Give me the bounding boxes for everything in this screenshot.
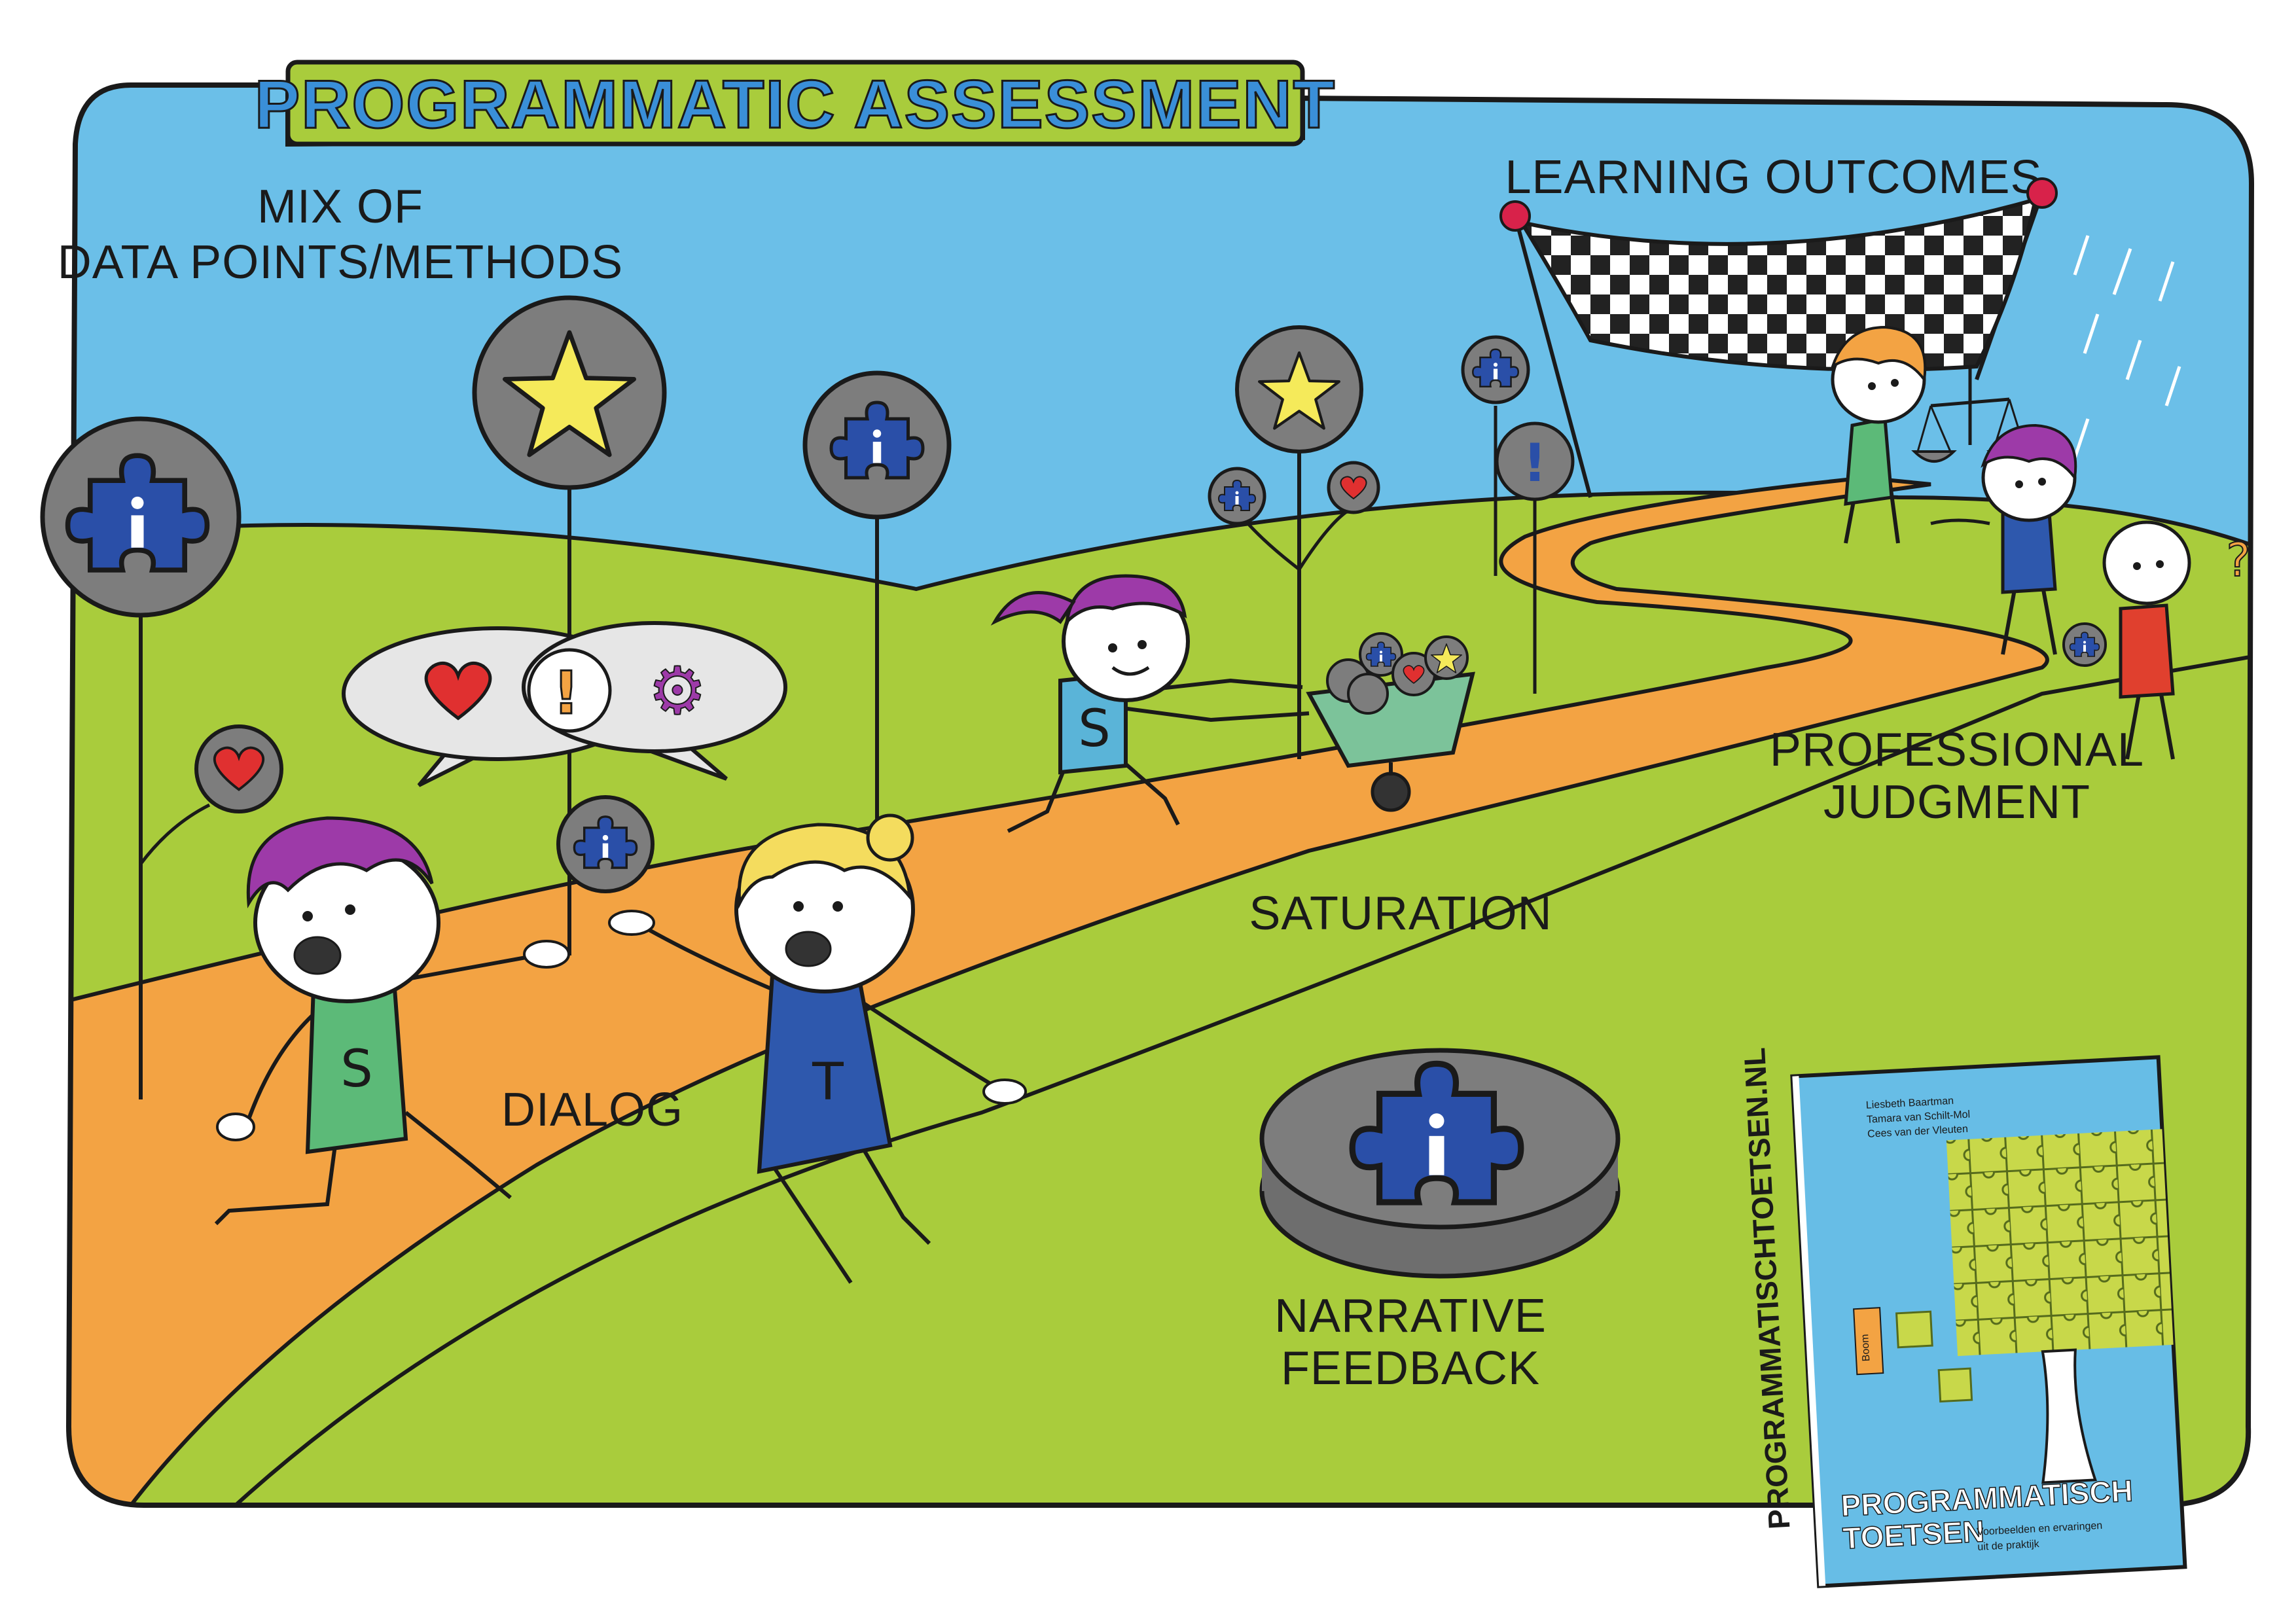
publisher-logo: Boom	[1859, 1334, 1872, 1362]
shirt-letter: S	[340, 1040, 373, 1099]
signpost-heart-small	[139, 724, 283, 865]
mix-label-line1: MIX OF	[257, 181, 423, 233]
title-banner: PROGRAMMATIC ASSESSMENT	[253, 60, 1336, 147]
signpost-info-exclamation: !	[1461, 335, 1575, 694]
teacher-character-center: T	[608, 813, 1027, 1284]
narrative-feedback-disc	[1259, 1048, 1621, 1279]
exclamation-icon: !	[1523, 433, 1547, 493]
exchanged-info-badge	[556, 795, 655, 893]
signpost-star-right	[1208, 325, 1380, 759]
puzzle-tree-canopy	[1946, 1129, 2174, 1357]
shirt-letter: T	[812, 1053, 844, 1112]
question-mark-icon: ?	[2226, 533, 2250, 587]
frame-border	[65, 82, 2255, 1508]
narrative-label-line1: NARRATIVE	[1274, 1290, 1547, 1342]
speech-bubbles: ! ⚙	[342, 621, 787, 787]
signpost-info-left	[40, 416, 242, 1099]
professional-label-line2: JUDGMENT	[1823, 776, 2090, 829]
mix-label-line2: DATA POINTS/METHODS	[58, 236, 623, 289]
wheelbarrow	[1306, 632, 1475, 812]
front-hill	[192, 652, 2251, 1505]
dialog-label: DIALOG	[501, 1084, 683, 1136]
exclamation-icon: !	[552, 659, 579, 728]
book-cover: Boom PROGRAMMATISCHTOETSEN.NL Liesbeth B…	[1737, 1046, 2187, 1588]
book-title-line2: TOETSEN	[1842, 1514, 1985, 1555]
gear-icon: ⚙	[648, 652, 707, 729]
tree-trunk	[2041, 1348, 2098, 1484]
professional-label-line1: PROFESSIONAL	[1770, 724, 2144, 776]
student-character-wheelbarrow: S	[990, 574, 1310, 833]
narrative-label-line2: FEEDBACK	[1281, 1342, 1540, 1395]
judge-character-orange	[1830, 325, 1927, 544]
signpost-info-mid	[802, 370, 952, 877]
learning-outcomes-label: LEARNING OUTCOMES	[1505, 151, 2042, 204]
saturation-label: SATURATION	[1249, 887, 1552, 940]
page-title: PROGRAMMATIC ASSESSMENT	[255, 67, 1336, 143]
student-character-left: S	[214, 816, 570, 1226]
judge-character-red: ?	[2062, 520, 2251, 760]
checkered-flag-icon	[1499, 177, 2058, 498]
book-subtitle-line2: uit de praktijk	[1977, 1539, 2040, 1553]
shirt-letter: S	[1078, 700, 1111, 758]
path	[69, 475, 2049, 1505]
judge-character-purple	[1930, 423, 2077, 655]
rain-streaks	[2073, 235, 2181, 459]
